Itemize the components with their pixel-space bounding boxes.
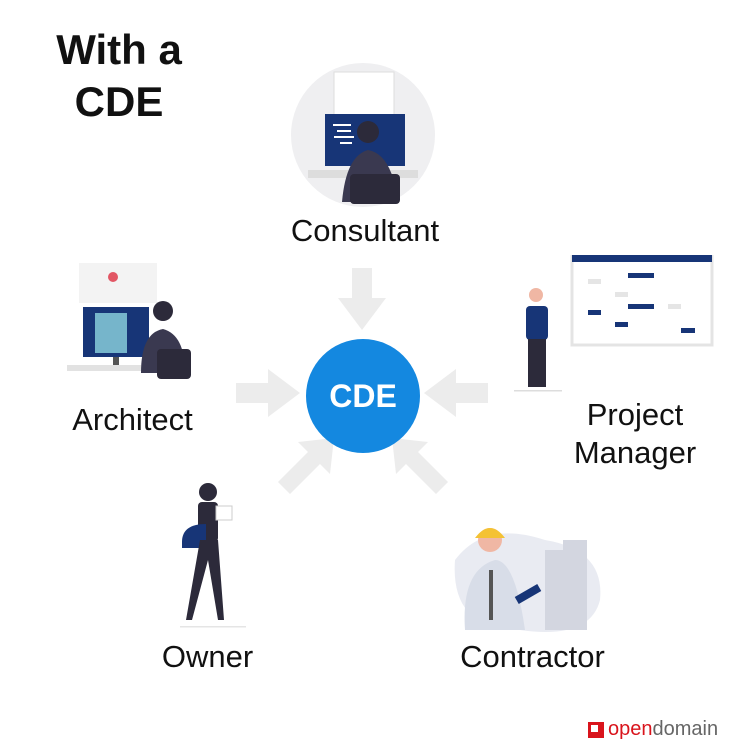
contractor-illustration bbox=[454, 528, 601, 632]
diagram-title: With a CDE bbox=[44, 24, 194, 128]
project-manager-illustration bbox=[514, 255, 714, 392]
role-label-architect: Architect bbox=[72, 402, 193, 437]
brand-text-domain: domain bbox=[652, 718, 719, 740]
title-line-1: With a bbox=[56, 26, 182, 73]
pm-label-line-1: Project bbox=[586, 397, 684, 432]
arrow-right-icon bbox=[236, 369, 300, 417]
role-label-project-manager: Project Manager bbox=[560, 396, 710, 472]
pm-label-line-2: Manager bbox=[573, 435, 697, 470]
brand-text-open: open bbox=[608, 718, 653, 740]
role-label-owner: Owner bbox=[161, 639, 254, 674]
consultant-illustration bbox=[291, 63, 435, 207]
arrow-up-right-icon bbox=[278, 438, 334, 494]
role-label-consultant: Consultant bbox=[290, 213, 440, 248]
title-line-2: CDE bbox=[74, 78, 164, 125]
cde-hub: CDE bbox=[306, 339, 420, 453]
arrow-left-icon bbox=[424, 369, 488, 417]
role-label-contractor: Contractor bbox=[460, 639, 605, 674]
cde-label: CDE bbox=[329, 377, 397, 414]
opendomain-logo-icon bbox=[588, 721, 604, 738]
arrow-up-left-icon bbox=[392, 438, 448, 494]
architect-illustration bbox=[67, 263, 191, 379]
arrow-down-icon bbox=[338, 268, 386, 330]
owner-illustration bbox=[180, 483, 246, 628]
